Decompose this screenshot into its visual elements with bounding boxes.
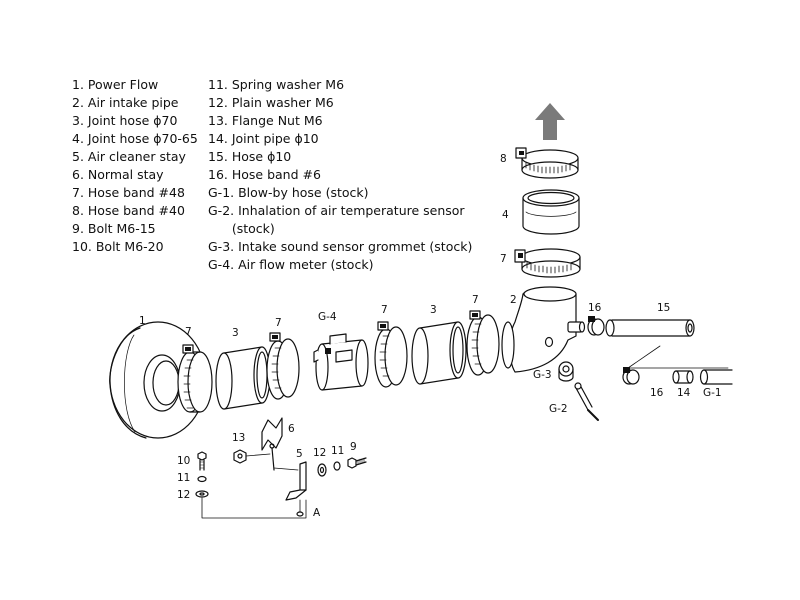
assembly-line <box>201 497 307 519</box>
legend-item: 10. Bolt M6-20 <box>72 239 164 254</box>
label-16: 16 <box>650 387 664 399</box>
bolt-m6-15 <box>347 457 367 469</box>
air-intake-pipe <box>501 286 586 373</box>
label-7: 7 <box>500 253 507 265</box>
intake-sound-sensor-grommet <box>558 361 574 382</box>
label-15: 15 <box>657 302 670 314</box>
legend-item: 2. Air intake pipe <box>72 95 179 110</box>
power-flow-filter <box>109 321 207 439</box>
airflow-arrow <box>535 103 565 140</box>
legend-item: 6. Normal stay <box>72 167 164 182</box>
bolt-m6-20 <box>197 451 207 471</box>
legend-item: G-4. Air flow meter (stock) <box>208 257 374 272</box>
label-7: 7 <box>185 326 192 338</box>
legend-item: 7. Hose band #48 <box>72 185 185 200</box>
parts-legend-column-2: 11. Spring washer M6 12. Plain washer M6… <box>208 76 472 274</box>
legend-item: 1. Power Flow <box>72 77 159 92</box>
label-10: 10 <box>177 455 190 467</box>
normal-stay <box>261 417 283 471</box>
legend-item: 8. Hose band #40 <box>72 203 185 218</box>
hose-band-6-upper <box>587 316 605 336</box>
legend-item: G-1. Blow-by hose (stock) <box>208 185 369 200</box>
legend-item: G-3. Intake sound sensor grommet (stock) <box>208 239 473 254</box>
legend-item: G-2. Inhalation of air temperature senso… <box>208 203 465 218</box>
callout-connector-15 <box>627 345 729 369</box>
label-11: 11 <box>331 445 344 457</box>
label-2: 2 <box>510 294 517 306</box>
air-flow-meter <box>313 333 369 391</box>
flange-nut <box>233 449 271 464</box>
label-7: 7 <box>381 304 388 316</box>
joint-hose-70-b <box>411 321 467 385</box>
label-5: 5 <box>296 448 303 460</box>
air-temperature-sensor <box>574 382 599 421</box>
spring-washer-right <box>333 461 341 471</box>
label-4: 4 <box>502 209 509 221</box>
label-g4: G-4 <box>318 311 337 323</box>
legend-item: 3. Joint hose ϕ70 <box>72 113 178 128</box>
legend-item: 11. Spring washer M6 <box>208 77 345 92</box>
hose-band-6-lower <box>622 367 640 385</box>
legend-item: 13. Flange Nut M6 <box>208 113 323 128</box>
parts-legend-column-1: 1. Power Flow 2. Air intake pipe 3. Join… <box>72 76 198 256</box>
label-12: 12 <box>177 489 190 501</box>
label-12: 12 <box>313 447 326 459</box>
label-1: 1 <box>139 315 146 327</box>
legend-item: 14. Joint pipe ϕ10 <box>208 131 319 146</box>
plain-washer-right <box>317 463 327 477</box>
label-g3: G-3 <box>533 369 552 381</box>
label-3: 3 <box>232 327 239 339</box>
label-7: 7 <box>275 317 282 329</box>
label-a: A <box>313 507 321 519</box>
legend-item: 4. Joint hose ϕ70-65 <box>72 131 198 146</box>
joint-hose-70-a <box>215 346 271 410</box>
joint-pipe-phi10 <box>672 370 694 384</box>
plain-washer-left <box>195 490 209 498</box>
label-11: 11 <box>177 472 190 484</box>
label-g1: G-1 <box>703 387 722 399</box>
label-16: 16 <box>588 302 602 314</box>
hose-band-48-stack <box>514 248 581 278</box>
legend-item: 5. Air cleaner stay <box>72 149 186 164</box>
label-13: 13 <box>232 432 245 444</box>
legend-item: 15. Hose ϕ10 <box>208 149 292 164</box>
blow-by-hose <box>699 369 733 385</box>
hose-band-48-d <box>466 310 500 376</box>
label-9: 9 <box>350 441 357 453</box>
legend-item: 12. Plain washer M6 <box>208 95 334 110</box>
legend-item: 16. Hose band #6 <box>208 167 321 182</box>
legend-item: 9. Bolt M6-15 <box>72 221 156 236</box>
hose-band-40-top <box>515 147 579 179</box>
joint-hose-70-65 <box>522 189 580 235</box>
hose-band-48-a <box>177 344 213 413</box>
label-8: 8 <box>500 153 507 165</box>
spring-washer-left <box>197 475 207 483</box>
label-g2: G-2 <box>549 403 568 415</box>
hose-band-48-b <box>266 332 300 400</box>
label-6: 6 <box>288 423 295 435</box>
hose-band-48-c <box>374 321 408 388</box>
legend-item: (stock) <box>208 221 275 236</box>
label-3: 3 <box>430 304 437 316</box>
hose-phi10 <box>605 319 695 337</box>
label-14: 14 <box>677 387 691 399</box>
label-7: 7 <box>472 294 479 306</box>
air-cleaner-stay <box>273 461 307 517</box>
